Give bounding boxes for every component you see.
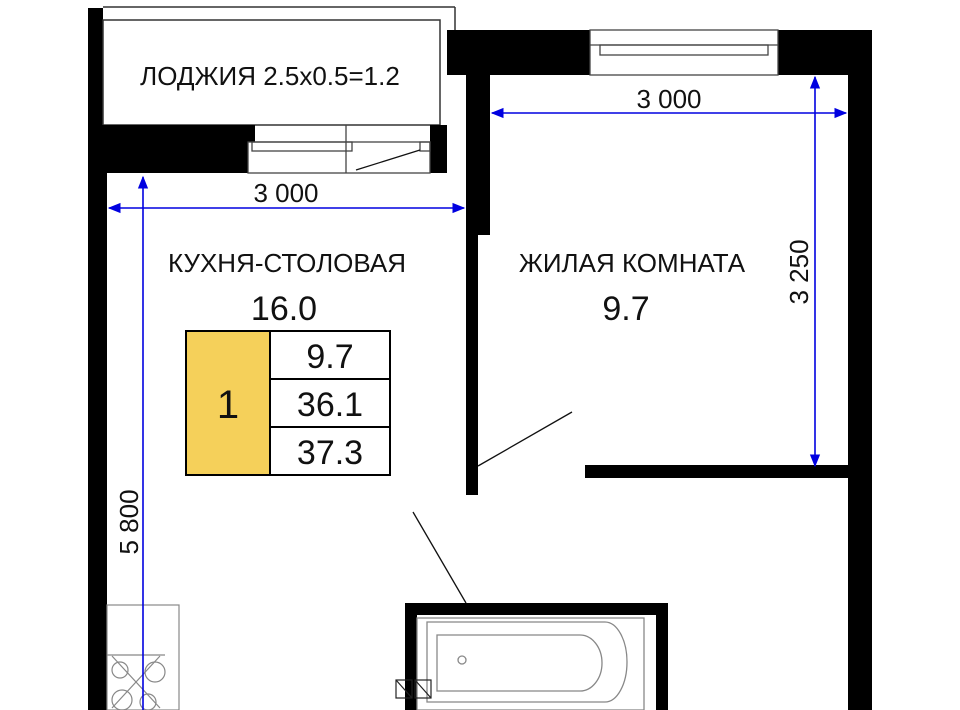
walls xyxy=(88,30,872,710)
windows xyxy=(247,29,779,174)
living-width-dimension: 3 000 xyxy=(636,84,701,114)
living-area-value: 9.7 xyxy=(306,338,353,376)
loggia xyxy=(88,6,456,173)
kitchen-label: КУХНЯ-СТОЛОВАЯ xyxy=(168,248,406,278)
kitchen-length-dimension: 5 800 xyxy=(114,489,144,554)
bathtub xyxy=(416,617,645,710)
vent-boxes xyxy=(395,679,432,699)
room-count: 1 xyxy=(217,383,239,427)
loggia-label: ЛОДЖИЯ 2.5х0.5=1.2 xyxy=(140,61,400,91)
kitchen-width-dimension: 3 000 xyxy=(253,178,318,208)
kitchen-stove xyxy=(106,604,180,710)
living-room-area: 9.7 xyxy=(602,290,649,328)
living-room-label: ЖИЛАЯ КОМНАТА xyxy=(519,248,746,278)
doors xyxy=(355,149,573,604)
living-length-dimension: 3 250 xyxy=(784,239,814,304)
total-with-loggia-value: 37.3 xyxy=(297,434,363,472)
summary-table: 1 9.7 36.1 37.3 xyxy=(185,330,391,476)
total-area-value: 36.1 xyxy=(297,386,363,424)
dimension-lines xyxy=(107,75,848,710)
kitchen-area: 16.0 xyxy=(251,290,317,328)
